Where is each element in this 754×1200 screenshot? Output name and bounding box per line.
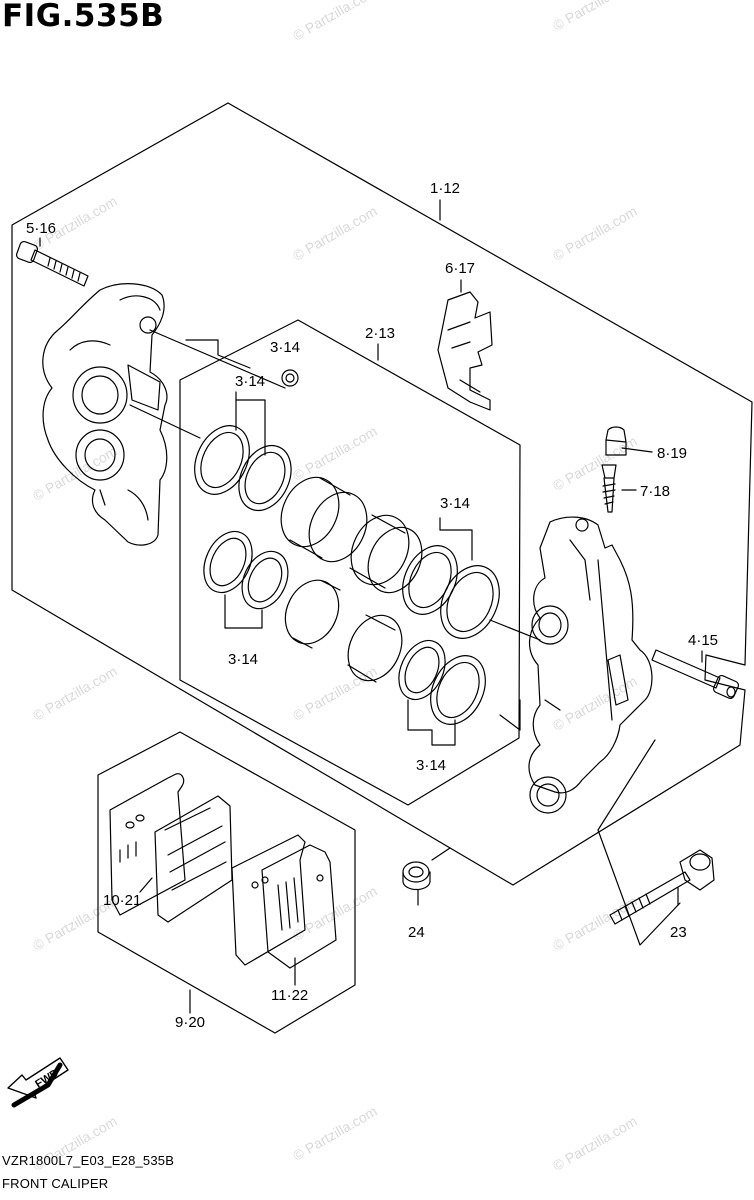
leader-line <box>149 329 286 389</box>
assembly-outline <box>11 102 753 886</box>
pad-set-outline <box>97 731 356 1034</box>
section-name: FRONT CALIPER <box>2 1176 109 1191</box>
callout-collar: 24 <box>408 924 425 941</box>
callout-piston-set: 2·13 <box>365 325 395 342</box>
callout-seal: 3·14 <box>228 651 258 668</box>
callout-bleeder-valve: 7·18 <box>640 483 670 500</box>
piston <box>347 614 403 683</box>
callout-seal: 3·14 <box>440 495 470 512</box>
assembly-line <box>185 339 251 369</box>
piston-seal <box>440 565 500 639</box>
piston-seal <box>430 655 486 725</box>
callout-caliper-assembly: 1·12 <box>430 180 460 197</box>
bleeder-valve <box>601 464 617 513</box>
brake-pad-right <box>231 834 337 969</box>
callout-bolt: 5·16 <box>26 220 56 237</box>
seal-bracket <box>407 699 456 746</box>
piston-seal <box>402 545 458 615</box>
callout-seal-washer: 3·14 <box>270 339 300 356</box>
mounting-bolt <box>609 849 715 925</box>
piston-seal <box>398 639 446 701</box>
pad-pin <box>651 649 740 700</box>
model-code: VZR1800L7_E03_E28_535B <box>2 1153 175 1168</box>
callout-bleeder-cap: 8·19 <box>657 445 687 462</box>
assembly-line <box>489 619 541 641</box>
piston-kit-outline <box>179 319 521 806</box>
seal-bracket <box>439 517 473 561</box>
callout-pad-set: 9·20 <box>175 1014 205 1031</box>
piston-seal <box>203 530 253 594</box>
piston <box>280 476 368 563</box>
callout-pad-right: 11·22 <box>271 987 308 1004</box>
assembly-line <box>499 699 521 731</box>
pad-spring <box>437 291 493 411</box>
washer <box>281 369 299 387</box>
figure-title: FIG.535B <box>2 0 165 34</box>
caliper-left-half <box>42 283 168 546</box>
callout-mounting-bolt: 23 <box>670 924 687 941</box>
piston-seal <box>238 444 292 512</box>
callout-seal: 3·14 <box>235 373 265 390</box>
piston-seal <box>194 425 250 495</box>
caliper-right-half <box>528 516 653 814</box>
piston-seal <box>241 550 289 610</box>
bleeder-cap <box>605 426 627 456</box>
callout-seal: 3·14 <box>416 757 446 774</box>
piston <box>349 514 423 594</box>
callout-pad-pin: 4·15 <box>688 632 718 649</box>
fwd-direction-arrow: FWD <box>7 1057 69 1108</box>
seal-bracket <box>235 391 266 456</box>
seal-bracket <box>224 594 263 629</box>
piston <box>284 579 341 649</box>
collar <box>402 861 431 891</box>
callout-pad-spring: 6·17 <box>445 260 475 277</box>
leader-line <box>621 447 653 453</box>
leader-line <box>139 877 153 893</box>
caliper-bolt <box>15 240 89 287</box>
callout-pad-left: 10·21 <box>103 892 141 909</box>
assembly-line <box>597 739 681 946</box>
assembly-line <box>129 404 201 439</box>
assembly-line <box>431 847 451 861</box>
